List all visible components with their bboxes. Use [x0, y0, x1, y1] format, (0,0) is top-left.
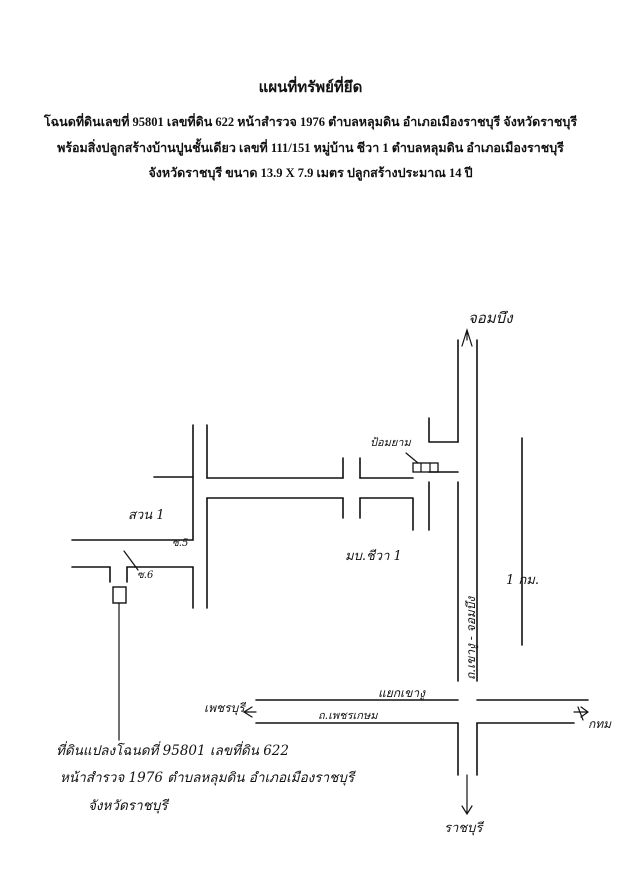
guardhouse-icon — [412, 462, 439, 473]
label-village: มบ.ชีวา 1 — [345, 548, 402, 564]
village-entrance-road — [428, 417, 459, 531]
label-east-bangkok: กทม — [588, 717, 612, 731]
target-plot-icon — [112, 586, 127, 604]
label-north-jombueng: จอมบึง — [468, 309, 514, 327]
note-line-3: จังหวัดราชบุรี — [88, 798, 170, 814]
size-info-line: จังหวัดราชบุรี ขนาด 13.9 X 7.9 เมตร ปลูก… — [148, 166, 473, 180]
note-line-2: หน้าสำรวจ 1976 ตำบลหลุมดิน อำเภอเมืองราช… — [60, 770, 356, 786]
soi-6-road — [109, 566, 128, 583]
label-khaongu-road: ถ.เขางู - จอมบึง — [464, 596, 479, 680]
guardhouse-pointer — [405, 452, 419, 464]
label-soi-6: ซ.6 — [137, 570, 154, 581]
label-west-phetchaburi: เพชรบุรี — [204, 701, 247, 716]
label-south-ratchaburi: ราชบุรี — [444, 820, 484, 836]
label-distance: 1 กม. — [506, 573, 539, 588]
village-main-road-south-edge — [206, 497, 414, 531]
label-junction: แยกเขางู — [378, 686, 426, 701]
label-park: สวน 1 — [128, 508, 165, 523]
building-info-line: พร้อมสิ่งปลูกสร้างบ้านปูนชั้นเดียว เลขที… — [57, 141, 564, 155]
label-phetkasem-road: ถ.เพชรเกษม — [318, 709, 378, 722]
map-title: แผนที่ทรัพย์ที่ยึด — [258, 80, 363, 96]
deed-info-line: โฉนดที่ดินเลขที่ 95801 เลขที่ดิน 622 หน้… — [43, 115, 578, 129]
south-arrow — [461, 774, 473, 816]
guardhouse-detail — [420, 462, 431, 473]
soi-6-pointer — [123, 550, 139, 571]
note-line-1: ที่ดินแปลงโฉนดที่ 95801 เลขที่ดิน 622 — [56, 741, 289, 759]
west-arrow — [242, 706, 257, 718]
village-cross-street — [342, 457, 361, 519]
east-arrow — [573, 706, 590, 718]
north-arrow — [461, 327, 473, 347]
east-road-end-mark — [577, 706, 584, 721]
label-soi-5: ซ.5 — [172, 538, 188, 549]
label-guardhouse: ป้อมยาม — [370, 436, 411, 449]
